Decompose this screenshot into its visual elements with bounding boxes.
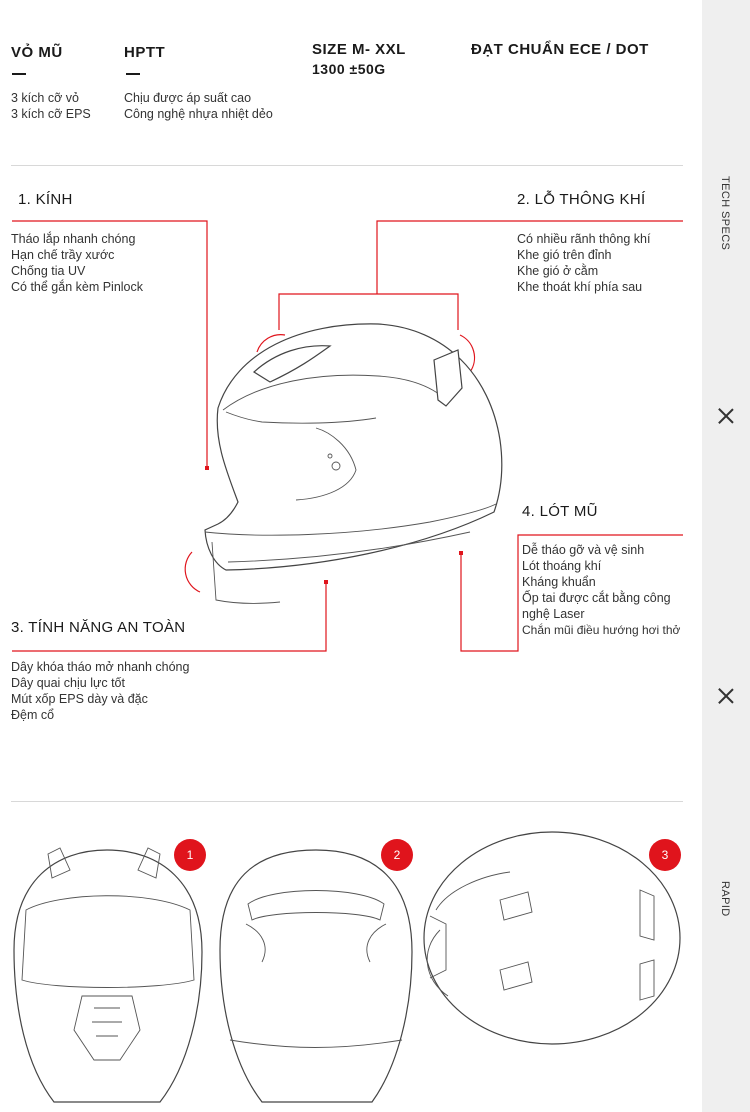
callout-dot-liner [459, 551, 463, 555]
feature-item: Mút xốp EPS dày và đặc [11, 692, 148, 706]
feature-item: Chống tia UV [11, 264, 86, 278]
feature-item: nghệ Laser [522, 607, 585, 621]
callout-dot-safety [324, 580, 328, 584]
callout-line-liner [460, 534, 683, 652]
sidebar-label-tech-specs[interactable]: TECH SPECS [719, 176, 731, 251]
feature-item: Dây quai chịu lực tốt [11, 676, 125, 690]
helmet-views [13, 831, 681, 1103]
spec-line: 3 kích cỡ EPS [11, 107, 91, 121]
spec-title-shell: VỎ MŨ [11, 44, 63, 61]
feature-item: Chắn mũi điều hướng hơi thở [522, 623, 681, 637]
feature-item: Đệm cổ [11, 708, 55, 722]
callout-line-visor [12, 220, 208, 468]
view-number-badge: 3 [649, 839, 681, 871]
feature-item: Dễ tháo gỡ và vệ sinh [522, 543, 645, 557]
feature-item: Khe gió ở cằm [517, 264, 599, 278]
callout-line-vents [376, 220, 683, 294]
helmet-rear-view [219, 849, 413, 1103]
view-number-badge: 1 [174, 839, 206, 871]
helmet-side-diagram [12, 220, 683, 652]
callout-dot-visor [205, 466, 209, 470]
feature-item: Hạn chế trầy xước [11, 248, 115, 262]
feature-item: Có thể gắn kèm Pinlock [11, 280, 144, 294]
spec-line: 3 kích cỡ vỏ [11, 91, 79, 105]
feature-title-visor: 1. KÍNH [18, 191, 73, 208]
spec-dash [12, 73, 26, 75]
feature-item: Ốp tai được cắt bằng công [522, 591, 671, 605]
helmet-side-outline [204, 323, 503, 604]
callout-line-safety [12, 583, 327, 652]
feature-title-liner: 4. LÓT MŨ [522, 503, 598, 520]
close-icon[interactable] [716, 406, 736, 426]
right-sidebar: TECH SPECS RAPID [702, 0, 750, 1112]
spec-title-hptt: HPTT [124, 44, 166, 61]
spec-line: Chịu được áp suất cao [124, 91, 252, 105]
feature-item: Lót thoáng khí [522, 559, 602, 573]
feature-item: Tháo lắp nhanh chóng [11, 232, 136, 246]
divider-top [11, 165, 683, 166]
feature-item: Khe gió trên đỉnh [517, 248, 612, 262]
callout-arc-rear-vent [459, 334, 476, 373]
callout-line-vents-branch [278, 293, 459, 330]
close-icon[interactable] [716, 686, 736, 706]
spec-title-size: SIZE M- XXL [312, 41, 406, 58]
helmet-top-view [423, 831, 681, 1045]
callout-arc-front-vent [256, 334, 286, 353]
spec-weight: 1300 ±50G [312, 61, 386, 77]
spec-title-standard: ĐẠT CHUẨN ECE / DOT [471, 41, 649, 58]
feature-item: Có nhiều rãnh thông khí [517, 232, 651, 246]
view-number-badge: 2 [381, 839, 413, 871]
helmet-front-view [13, 847, 203, 1103]
sidebar-label-rapid[interactable]: RAPID [719, 881, 731, 917]
spec-dash [126, 73, 140, 75]
feature-title-safety: 3. TÍNH NĂNG AN TOÀN [11, 619, 186, 636]
feature-item: Khe thoát khí phía sau [517, 280, 643, 294]
feature-title-vents: 2. LỖ THÔNG KHÍ [517, 191, 646, 208]
spec-line: Công nghệ nhựa nhiệt dẻo [124, 107, 273, 121]
callout-arc-chin [184, 551, 201, 593]
feature-item: Dây khóa tháo mở nhanh chóng [11, 660, 190, 674]
divider-bottom [11, 801, 683, 802]
feature-item: Kháng khuẩn [522, 575, 596, 589]
